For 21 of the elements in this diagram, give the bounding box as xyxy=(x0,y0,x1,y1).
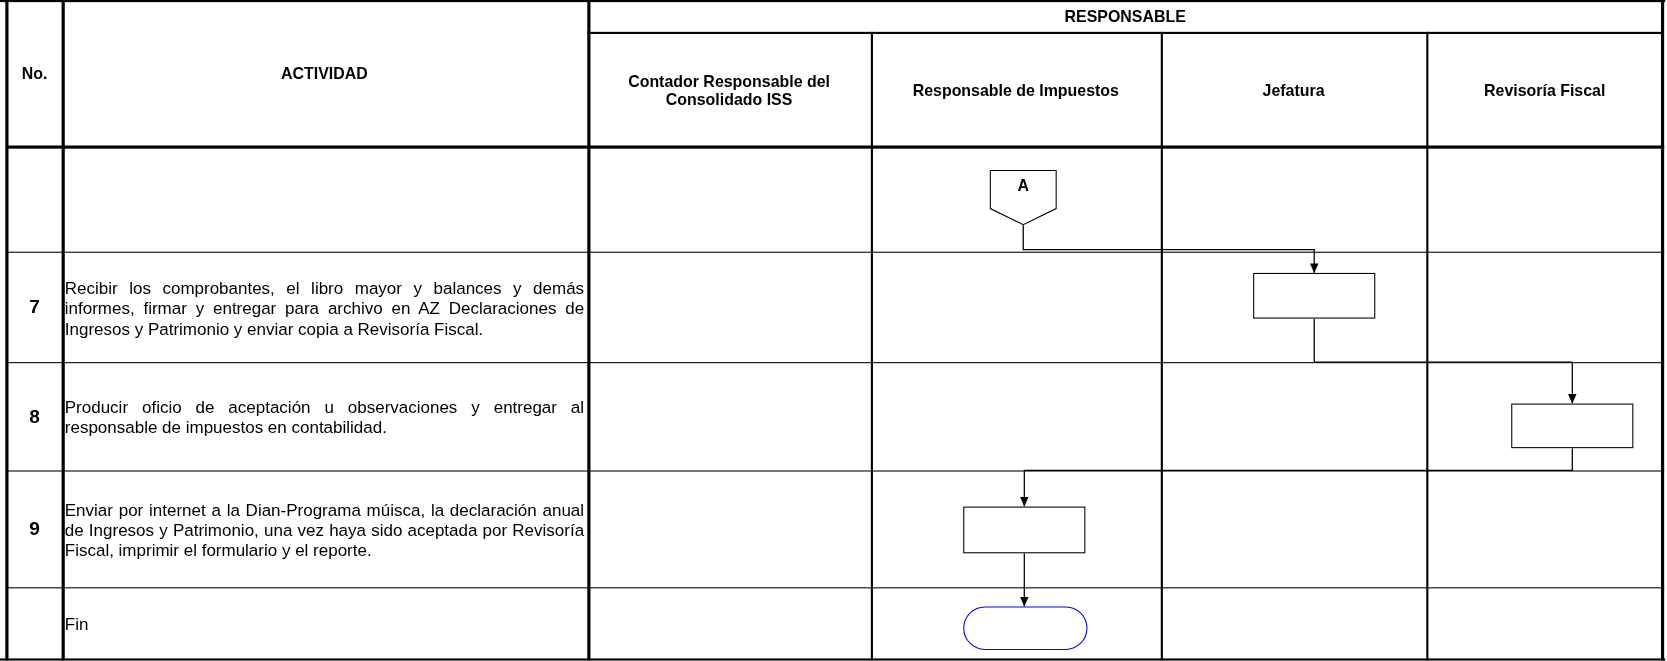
step-number: 7 xyxy=(29,297,40,316)
activity-text: Recibir los comprobantes, el libro mayor y balances y demás informes, firmar y entregar para archivo en AZ Declaraciones de Ingresos y Patrimonio y enviar copia a Revisoría Fiscal. xyxy=(64,277,585,339)
column-header: RESPONSABLE xyxy=(1064,6,1186,25)
column-header: Responsable de Impuestos xyxy=(912,80,1119,99)
activity-text: Enviar por internet a la Dian-Programa múisca, la declaración anual de Ingresos y Patrimonio, una vez haya sido aceptada por Revisoría Fiscal, imprimir el formulario y el reporte. xyxy=(64,499,585,561)
column-header: Jefatura xyxy=(1262,80,1325,99)
column-header: No. xyxy=(21,63,48,82)
step-number: 9 xyxy=(29,519,40,538)
process-box xyxy=(1253,272,1376,319)
off-page-connector: A xyxy=(989,169,1057,226)
column-header: Revisoría Fiscal xyxy=(1484,80,1606,99)
arrow xyxy=(1022,224,1319,274)
process-box xyxy=(1511,403,1634,449)
step-number: 8 xyxy=(29,407,40,426)
activity-text: Producir oficio de aceptación u observaciones y entregar al responsable de impuestos en contabilidad. xyxy=(64,397,585,438)
column-header: Contador Responsable del Consolidado ISS xyxy=(627,71,831,108)
activity-text: Fin xyxy=(64,613,89,634)
column-header: ACTIVIDAD xyxy=(281,63,368,82)
arrow xyxy=(1020,552,1029,608)
process-box xyxy=(963,506,1086,554)
terminator-shape xyxy=(963,606,1088,650)
